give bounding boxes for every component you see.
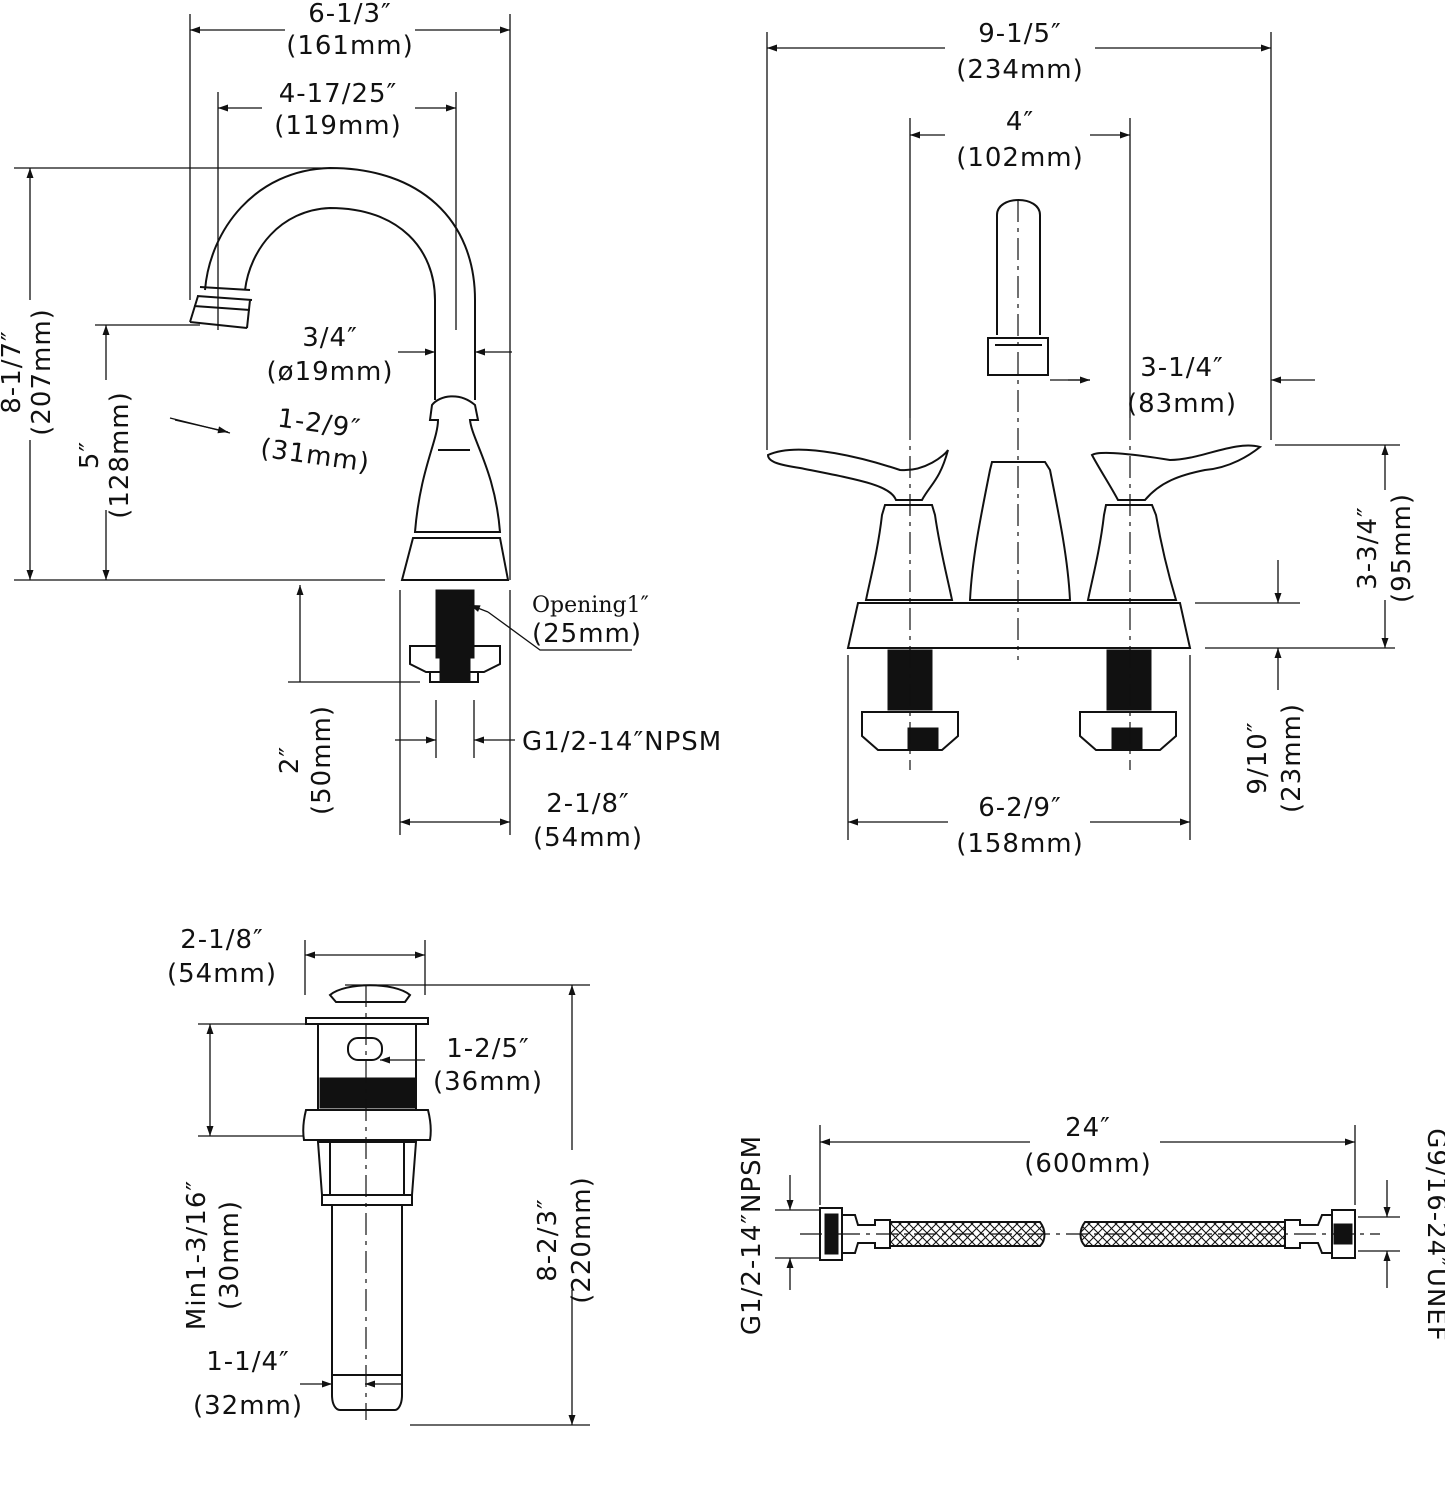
label-spout-reach-mm: (119mm) [274,111,402,141]
label-base-width-mm: (54mm) [533,823,643,853]
center-spout [968,199,1072,601]
extension-lines [14,14,511,835]
label-right-thread: G9/16-24″UNEF [1421,1128,1445,1342]
label-body-height-mm: (36mm) [433,1067,543,1097]
label-handle-height: 3-3/4″ [1353,506,1383,589]
label-total-height: 8-1/7″ [0,330,27,413]
left-nut [861,711,959,751]
label-handle-height-mm: (95mm) [1387,493,1417,603]
label-handle-overhang-mm: (83mm) [1127,389,1237,419]
right-nut [1079,711,1177,751]
label-total-length-mm: (220mm) [567,1176,597,1304]
shank [435,589,475,659]
label-tail-diameter: 1-1/4″ [206,1347,289,1377]
spout-outline [204,166,476,400]
label-center-spacing: 4″ [1006,107,1034,137]
hose-extension-lines [775,1125,1400,1259]
drain-cap [328,984,412,1003]
label-plate-height-mm: (23mm) [1277,703,1307,813]
label-hose-length: 24″ [1065,1113,1111,1143]
label-base-width: 2-1/8″ [546,789,629,819]
side-view: 6-1/3″ (161mm) 4-17/25″ (119mm) 3/4″ (ø1… [0,0,722,853]
label-body-height: 1-2/5″ [446,1034,529,1064]
label-thread: G1/2-14″NPSM [522,727,722,757]
label-plate-height: 9/10″ [1243,721,1273,794]
left-nut-outline [819,1207,843,1261]
drain-extension-lines [198,940,590,1426]
drain-view: 2-1/8″ (54mm) 1-2/5″ (36mm) Min1-3/16″ (… [167,925,597,1426]
right-nut-core [1111,727,1143,751]
label-opening: Opening1″ [532,593,649,618]
deck-plate [846,602,1192,649]
right-nut-outline [1331,1209,1356,1259]
drain-tailpiece [331,1204,403,1411]
handle-body [413,395,502,533]
drain-body-nut [316,1141,418,1206]
front-extension-lines [766,32,1400,840]
label-hose-length-mm: (600mm) [1024,1149,1152,1179]
label-center-spacing-mm: (102mm) [956,143,1084,173]
label-outlet-height-mm: (128mm) [105,391,135,519]
right-shank [1106,649,1152,711]
base-mount [400,537,510,581]
label-left-thread: G1/2-14″NPSM [737,1135,767,1335]
front-view: 9-1/5″ (234mm) 4″ (102mm) 3-1/4″ (83mm) … [766,19,1417,859]
label-total-length: 8-2/3″ [533,1198,563,1281]
label-spout-reach: 4-17/25″ [279,79,398,109]
overflow-slot [347,1037,383,1061]
drain-flange [302,1017,432,1141]
label-overall-width-mm: (161mm) [286,31,414,61]
label-total-height-mm: (207mm) [27,308,57,436]
right-nut-mark [1333,1223,1353,1245]
label-spout-diameter-mm: (ø19mm) [267,357,394,387]
label-front-width-mm: (234mm) [956,55,1084,85]
left-ferrule [841,1214,891,1254]
label-cap-width-mm: (54mm) [167,959,277,989]
dim-aerator [174,419,229,434]
opening-arrow [469,604,489,613]
label-cap-width: 2-1/8″ [180,925,263,955]
handle-left [766,448,954,601]
label-outlet-height: 5″ [75,441,105,469]
label-opening-mm: (25mm) [532,619,642,649]
label-overall-width: 6-1/3″ [308,0,391,29]
label-shank-length: 2″ [275,746,305,774]
left-nut-core [907,727,939,751]
label-shank-length-mm: (50mm) [307,705,337,815]
label-handle-overhang: 3-1/4″ [1140,353,1223,383]
label-plate-width: 6-2/9″ [978,793,1061,823]
label-min-thickness-mm: (30mm) [215,1200,245,1310]
nut-core [439,657,471,683]
aerator-outline [189,286,253,329]
hose-view: 24″ (600mm) G1/2-14″NPSM G9/16-24″UNEF [737,1113,1445,1342]
label-spout-diameter: 3/4″ [302,323,358,353]
label-min-thickness: Min1-3/16″ [182,1180,212,1330]
drain-thread-band [319,1077,417,1109]
opening-leader [487,611,632,651]
label-plate-width-mm: (158mm) [956,829,1084,859]
handle-right [1086,444,1263,601]
label-front-width: 9-1/5″ [978,19,1061,49]
label-tail-diameter-mm: (32mm) [193,1391,303,1421]
